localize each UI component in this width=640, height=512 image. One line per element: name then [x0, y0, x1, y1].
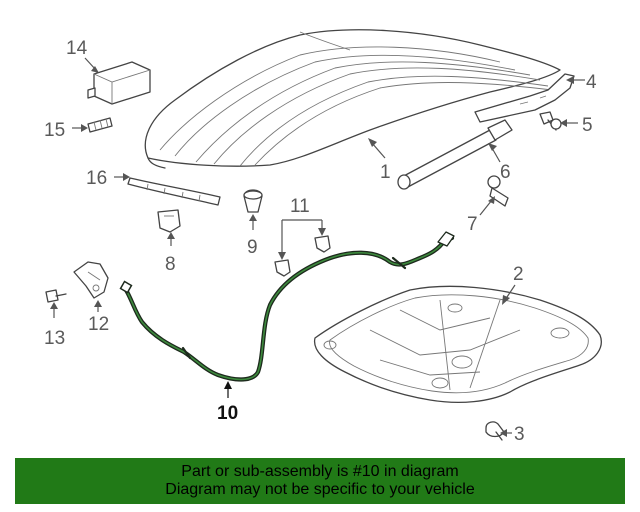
svg-text:2: 2: [513, 264, 524, 285]
parts-diagram: 1 2 3 4: [44, 29, 602, 445]
svg-text:12: 12: [88, 314, 109, 335]
callout-10: 10: [217, 381, 238, 424]
bolt-part-13: [45, 289, 67, 303]
hood-panel: [144, 29, 561, 169]
plug-part-15: [87, 117, 113, 133]
clip-part-8: [157, 209, 181, 233]
svg-text:14: 14: [66, 38, 88, 59]
clips-part-11: [274, 235, 331, 277]
svg-text:8: 8: [165, 254, 176, 275]
callout-16: 16: [86, 168, 130, 189]
callout-13: 13: [44, 302, 65, 349]
svg-text:3: 3: [514, 424, 525, 445]
callout-8: 8: [165, 232, 176, 275]
svg-text:10: 10: [217, 403, 238, 424]
module-part-14: [87, 61, 151, 105]
svg-text:11: 11: [290, 196, 310, 217]
svg-text:4: 4: [586, 72, 597, 93]
callout-11: 11: [278, 196, 326, 260]
svg-text:5: 5: [582, 115, 593, 136]
svg-text:1: 1: [380, 162, 391, 183]
info-banner: Part or sub-assembly is #10 in diagram D…: [15, 458, 625, 504]
callout-1: 1: [368, 138, 391, 183]
callout-4: 4: [566, 72, 597, 93]
callout-3: 3: [500, 424, 525, 445]
seal-strip-part-16: [127, 177, 221, 206]
callout-7: 7: [467, 196, 495, 235]
push-pin-part-3: [485, 421, 505, 441]
callout-9: 9: [247, 214, 258, 258]
callout-14: 14: [66, 38, 99, 73]
latch-part-12: [73, 261, 109, 299]
callout-2: 2: [502, 264, 524, 305]
svg-text:16: 16: [86, 168, 107, 189]
bolt-part-5: [539, 111, 562, 131]
hood-inner-panel: [313, 285, 602, 404]
support-strut-part-6: [397, 119, 513, 190]
svg-text:13: 13: [44, 328, 65, 349]
banner-line-1: Part or sub-assembly is #10 in diagram: [181, 463, 459, 480]
callout-5: 5: [560, 115, 593, 136]
svg-text:15: 15: [44, 120, 65, 141]
release-cable-part-10: [119, 231, 455, 382]
svg-text:7: 7: [467, 214, 478, 235]
svg-text:6: 6: [500, 162, 511, 183]
ball-stud-part-7: [487, 175, 509, 207]
banner-line-2: Diagram may not be specific to your vehi…: [165, 481, 475, 498]
callout-12: 12: [88, 300, 109, 335]
bumper-part-9: [243, 189, 263, 213]
svg-text:9: 9: [247, 237, 258, 258]
callout-15: 15: [44, 120, 88, 141]
callout-6: 6: [488, 143, 511, 183]
